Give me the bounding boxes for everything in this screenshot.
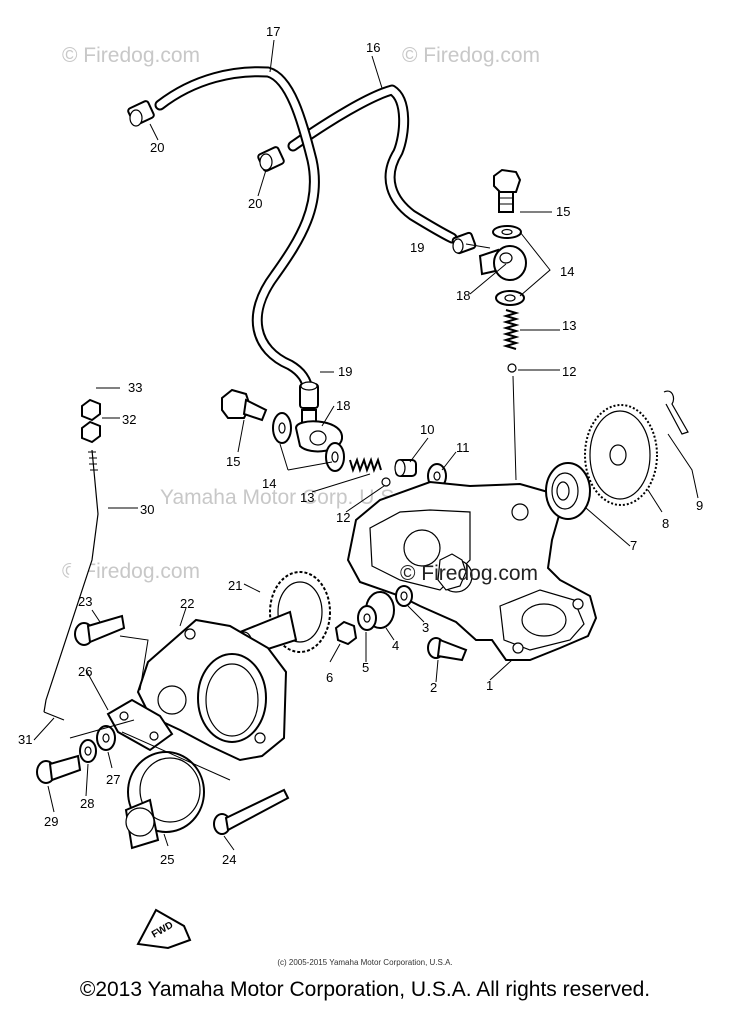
part-label: 10 [420,422,434,437]
cotter-pin-9 [663,390,689,435]
part-label: 20 [248,196,262,211]
pump-cable-rod-30 [43,449,99,713]
screw-29 [36,754,82,784]
cotter-pin-31 [43,711,65,721]
washer-14-top-upper [492,225,522,239]
part-label: 21 [228,578,242,593]
nut-32 [81,420,101,444]
banjo-bolt-15-top [493,168,522,213]
part-label: 12 [562,364,576,379]
copyright-notice: ©2013 Yamaha Motor Corporation, U.S.A. A… [79,978,651,1001]
collar-3 [395,585,413,607]
washer-14-top-lower [495,290,525,306]
washer-27 [96,725,116,751]
part-label: 13 [300,490,314,505]
washer-14-middle-right [325,442,345,472]
collar-10 [394,459,417,477]
watermark-center: Yamaha Motor Corp. U.S.A. [160,486,420,509]
watermark-middle-left: © Firedog.com [62,560,200,583]
part-label: 15 [226,454,240,469]
part-label: 31 [18,732,32,747]
part-label: 24 [222,852,236,867]
part-label: 25 [160,852,174,867]
part-label: 26 [78,664,92,679]
watermark-middle-right: © Firedog.com [400,562,538,585]
part-label: 16 [366,40,380,55]
fwd-direction-marker: FWD [136,908,192,950]
bolt-24 [213,788,290,835]
washer-5 [357,605,377,631]
screw-2 [427,637,468,662]
part-label: 30 [140,502,154,517]
nut-33 [81,398,101,422]
part-label: 11 [456,440,470,455]
check-ball-12-top [507,363,517,373]
hose-16 [287,84,458,244]
watermark-top-left: © Firedog.com [62,44,200,67]
part-label: 19 [410,240,424,255]
hose-clip-20-top [127,100,155,127]
plate-26 [106,698,174,752]
part-label: 6 [326,670,333,685]
part-label: 29 [44,814,58,829]
pump-shaft-gear-21 [235,571,331,658]
part-labels: 1 2 3 4 5 6 7 8 9 10 11 12 12 13 13 14 1… [18,24,703,867]
part-label: 18 [456,288,470,303]
part-label: 8 [662,516,669,531]
watermark-top-right: © Firedog.com [402,44,540,67]
nut-6 [334,620,358,646]
part-label: 18 [336,398,350,413]
part-label: 5 [362,660,369,675]
part-label: 3 [422,620,429,635]
part-label: 9 [696,498,703,513]
part-label: 4 [392,638,399,653]
part-label: 14 [262,476,276,491]
part-label: 33 [128,380,142,395]
part-label: 1 [486,678,493,693]
pump-cover-22 [136,618,288,762]
part-label: 17 [266,24,280,39]
part-label: 14 [560,264,574,279]
screw-23 [74,614,126,646]
part-label: 2 [430,680,437,695]
washer-28 [79,739,97,763]
washer-14-middle-left [272,412,292,444]
fine-print: (c) 2005-2015 Yamaha Motor Corporation, … [277,958,453,967]
pump-drive-gear-8 [584,404,658,506]
hose-fitting-19-middle [299,381,319,409]
hose-17 [154,66,320,394]
part-label: 19 [338,364,352,379]
part-label: 27 [106,772,120,787]
part-label: 15 [556,204,570,219]
bearing-7 [545,462,591,520]
part-label: 22 [180,596,194,611]
part-label: 23 [78,594,92,609]
part-label: 13 [562,318,576,333]
part-label: 32 [122,412,136,427]
leader-lines [33,39,699,851]
banjo-fitting-18-top [478,245,527,281]
part-label: 28 [80,796,94,811]
spring-13-top [502,309,520,350]
spring-13-middle [349,456,382,474]
hose-clip-20-lower [257,146,285,172]
part-label: 12 [336,510,350,525]
hose-fitting-19-top [451,231,477,255]
part-label: 7 [630,538,637,553]
part-label: 20 [150,140,164,155]
cover-cap-25 [124,751,205,850]
banjo-bolt-15-middle [221,388,268,422]
oil-pump-body-1 [346,480,598,661]
check-ball-12-middle [381,477,391,487]
